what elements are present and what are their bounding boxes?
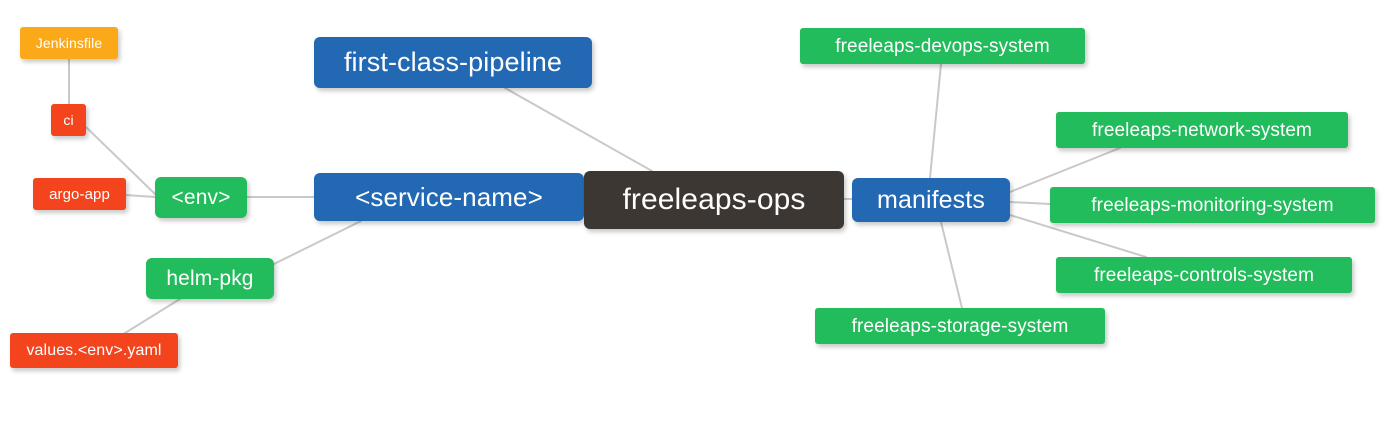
edge-manifests-to-storage (940, 221, 963, 309)
node-ci[interactable]: ci (51, 104, 86, 136)
edge-manifests-to-devops (929, 63, 942, 179)
node-label: freeleaps-devops-system (835, 35, 1050, 57)
node-values-yaml[interactable]: values.<env>.yaml (10, 333, 178, 368)
edge-manifests-to-monitoring (1009, 201, 1051, 205)
edge-ci-to-env (85, 126, 156, 195)
node-network[interactable]: freeleaps-network-system (1056, 112, 1348, 148)
node-freeleaps-ops[interactable]: freeleaps-ops (584, 171, 844, 229)
node-helm-pkg[interactable]: helm-pkg (146, 258, 274, 299)
edge-argo-app-to-env (125, 194, 156, 198)
edge-manifests-to-controls (1009, 214, 1147, 258)
node-label: ci (63, 112, 74, 128)
node-storage[interactable]: freeleaps-storage-system (815, 308, 1105, 344)
node-monitoring[interactable]: freeleaps-monitoring-system (1050, 187, 1375, 223)
node-label: freeleaps-controls-system (1093, 264, 1315, 286)
node-label: <env> (171, 186, 231, 209)
node-label: argo-app (49, 185, 110, 203)
node-label: values.<env>.yaml (26, 341, 162, 359)
node-label: manifests (877, 185, 985, 214)
node-label: freeleaps-monitoring-system (1091, 194, 1334, 216)
edge-pipeline-to-freeleaps-ops (504, 87, 653, 172)
node-devops[interactable]: freeleaps-devops-system (800, 28, 1085, 64)
node-manifests[interactable]: manifests (852, 178, 1010, 222)
node-label: first-class-pipeline (343, 47, 563, 77)
node-pipeline[interactable]: first-class-pipeline (314, 37, 592, 88)
node-controls[interactable]: freeleaps-controls-system (1056, 257, 1352, 293)
node-service-name[interactable]: <service-name> (314, 173, 584, 221)
edge-manifests-to-network (1009, 147, 1121, 193)
node-label: helm-pkg (166, 267, 254, 290)
node-label: <service-name> (355, 182, 543, 212)
node-label: freeleaps-network-system (1092, 119, 1312, 141)
node-label: freeleaps-storage-system (851, 315, 1069, 337)
node-env[interactable]: <env> (155, 177, 247, 218)
node-jenkinsfile[interactable]: Jenkinsfile (20, 27, 118, 59)
node-label: Jenkinsfile (35, 35, 103, 51)
node-argo-app[interactable]: argo-app (33, 178, 126, 210)
node-label: freeleaps-ops (622, 183, 806, 216)
edge-helm-pkg-to-service-name (273, 220, 362, 265)
edge-values-yaml-to-helm-pkg (124, 298, 181, 334)
